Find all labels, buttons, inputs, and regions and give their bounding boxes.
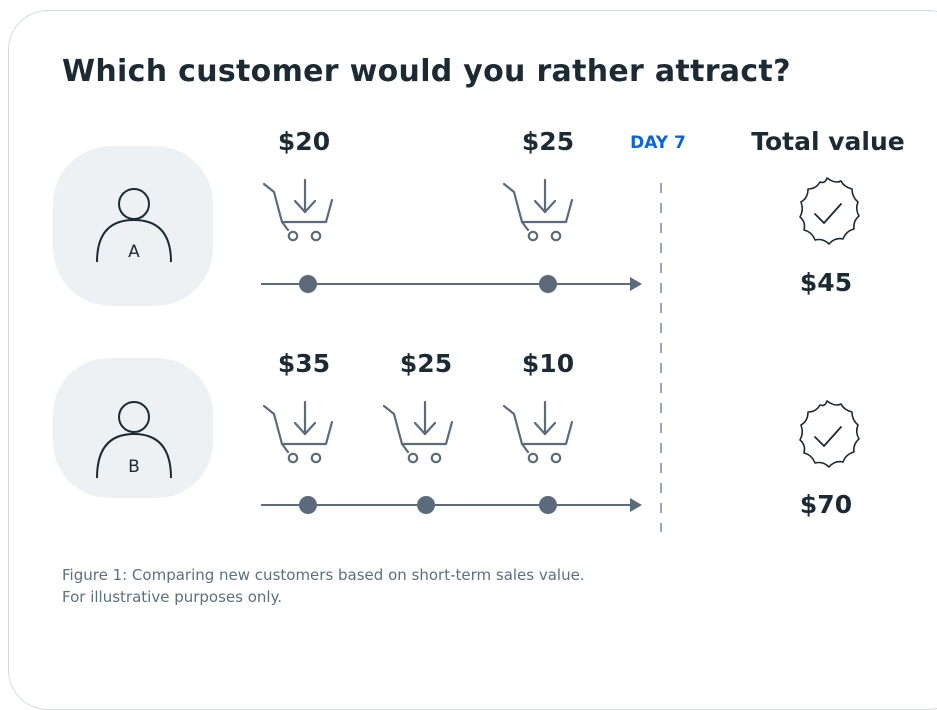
verified-check-badge-icon [799,400,860,468]
timeline-dot [299,496,317,514]
shopping-cart-icon [502,178,574,242]
timeline-dot [539,496,557,514]
avatar-letter: A [128,242,140,262]
user-icon [96,188,172,263]
timeline-dot [299,275,317,293]
avatar-b: B [53,358,213,498]
avatar-letter: B [128,457,140,477]
caption-line: For illustrative purposes only. [62,588,283,606]
purchase-amount: $25 [399,349,453,378]
total-value-header: Total value [751,127,905,156]
arrow-head-icon [630,277,642,291]
verified-check-badge-icon [799,177,860,245]
purchase-amount: $25 [521,127,575,156]
figure-caption: Figure 1: Comparing new customers based … [62,564,585,608]
shopping-cart-icon [262,400,334,464]
purchase-amount: $20 [277,127,331,156]
diagram: A B [53,146,860,532]
timeline-dot [417,496,435,514]
total-value-b: $70 [799,490,853,519]
purchase-amount: $35 [277,349,331,378]
user-icon [96,401,172,479]
total-value-a: $45 [799,268,853,297]
timeline-a [261,275,642,293]
caption-line: Figure 1: Comparing new customers based … [62,566,585,584]
page-title: Which customer would you rather attract? [62,54,791,89]
purchase-amount: $10 [521,349,575,378]
arrow-head-icon [630,498,642,512]
day-marker-label: DAY 7 [630,133,686,153]
timeline-b [261,496,642,514]
shopping-cart-icon [502,400,574,464]
timeline-dot [539,275,557,293]
shopping-cart-icon [382,400,454,464]
avatar-a: A [53,146,213,306]
shopping-cart-icon [262,178,334,242]
